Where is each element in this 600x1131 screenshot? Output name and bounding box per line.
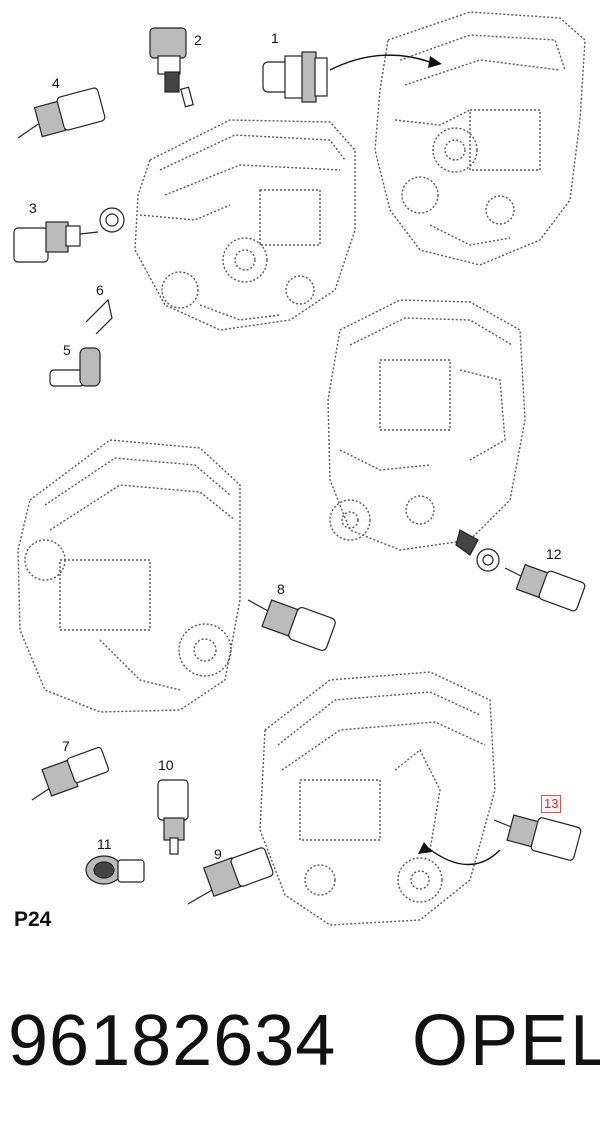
engine-illustration-top-right [374,11,586,266]
callout-6: 6 [96,282,104,298]
sensor-part-8 [247,599,336,652]
parts-diagram [13,11,586,926]
sensor-part-11 [85,855,145,885]
engine-illustration-middle-right [327,299,526,551]
callout-3: 3 [29,200,37,216]
engine-illustration-middle-left [17,439,241,713]
sensor-part-4 [17,87,106,139]
callout-9: 9 [214,846,222,862]
callout-13[interactable]: 13 [541,795,562,813]
callout-8: 8 [277,581,285,597]
sensor-part-9 [187,847,274,905]
page-label: P24 [14,908,52,931]
sensor-part-7 [31,746,110,801]
callout-11: 11 [97,836,112,852]
arrow-part-1-to-engine [329,54,442,71]
part-number: 96182634 [8,1001,337,1081]
clip-part-6 [85,298,113,335]
sensor-part-2 [149,27,194,108]
callout-5: 5 [63,342,71,358]
arrow-part-13-to-engine [418,842,501,866]
callout-12: 12 [546,546,562,562]
callout-4: 4 [52,75,60,91]
sensor-part-3 [13,207,125,263]
engine-illustration-bottom [259,671,496,926]
sensor-part-1 [262,51,328,103]
sensor-part-13 [493,814,582,861]
callout-7: 7 [62,738,70,754]
sensor-part-12 [455,529,586,612]
sensor-part-5 [49,347,101,387]
callout-2: 2 [194,32,202,48]
callout-10: 10 [158,757,174,773]
engine-illustration-top-left [134,119,356,331]
brand-name: OPEL [412,1001,600,1081]
callout-1: 1 [271,30,279,46]
sensor-part-10 [157,779,189,855]
